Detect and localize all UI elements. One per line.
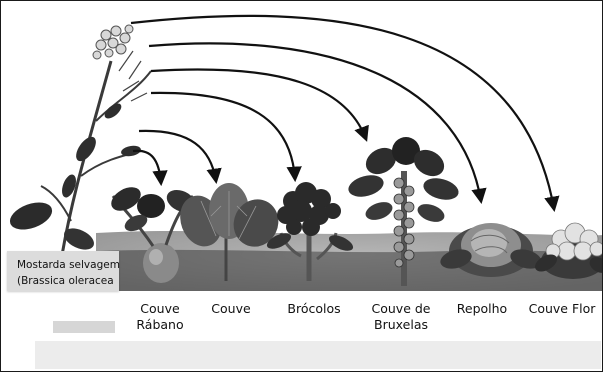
- arrow-to-cauliflower: [131, 16, 554, 209]
- origin-label-line1: Mostarda selvagem: [17, 259, 120, 271]
- faded-row-block: [53, 321, 115, 333]
- origin-label-line2: (Brassica oleracea: [17, 275, 114, 287]
- variety-label-kale: Couve: [204, 301, 258, 317]
- origin-label-box: Mostarda selvagem (Brassica oleracea: [7, 251, 119, 291]
- arrow-to-broccoli: [151, 93, 295, 179]
- variety-label-line1: Couve de: [363, 301, 439, 317]
- variety-label-line1: Couve: [131, 301, 189, 317]
- variety-label-brussels-sprouts: Couve de Bruxelas: [363, 301, 439, 333]
- variety-label-broccoli: Brócolos: [276, 301, 352, 317]
- variety-label-line1: Couve: [204, 301, 258, 317]
- variety-label-cabbage: Repolho: [449, 301, 515, 317]
- arrow-to-brussels: [151, 69, 366, 139]
- variety-label-kohlrabi: Couve Rábano: [131, 301, 189, 333]
- arrow-to-kohlrabi: [133, 151, 161, 183]
- variety-label-cauliflower: Couve Flor: [523, 301, 601, 317]
- faded-row-band: [35, 341, 601, 369]
- variety-label-line1: Brócolos: [276, 301, 352, 317]
- variety-label-line2: Bruxelas: [363, 317, 439, 333]
- arrow-to-cabbage: [149, 43, 481, 201]
- variety-label-line1: Repolho: [449, 301, 515, 317]
- variety-label-line2: Rábano: [131, 317, 189, 333]
- variety-label-line1: Couve Flor: [523, 301, 601, 317]
